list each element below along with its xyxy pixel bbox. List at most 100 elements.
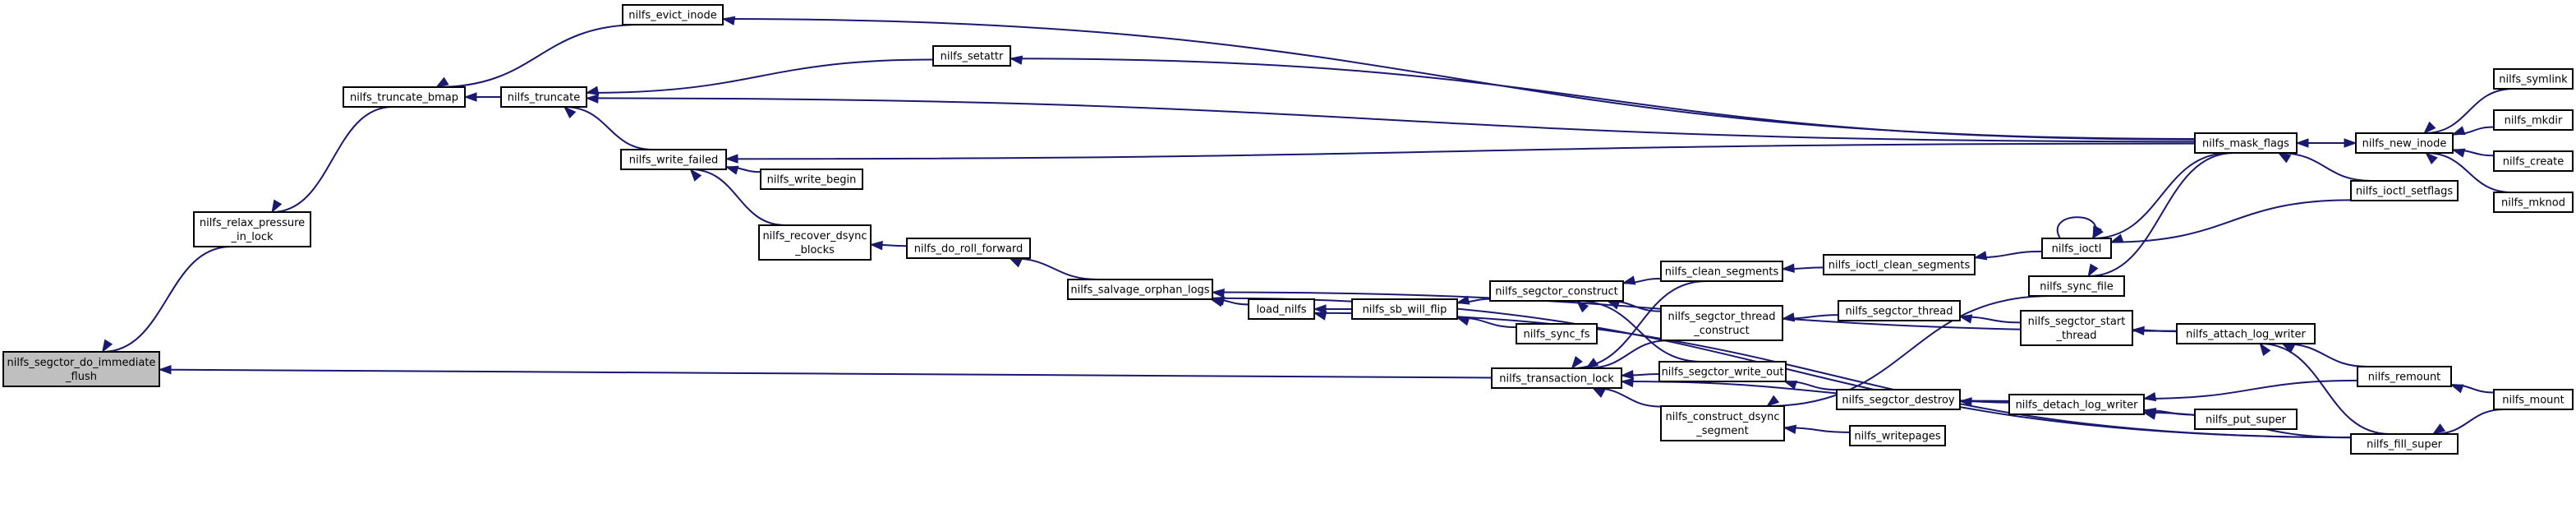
node-nilfs-fill-super[interactable]: nilfs_fill_super [2350,433,2459,455]
node-nilfs-truncate-bmap[interactable]: nilfs_truncate_bmap [343,86,466,108]
edge-arrowhead [1456,316,1470,326]
edge-nilfs-create-to-nilfs-new-inode [2451,148,2495,158]
node-nilfs-writepages[interactable]: nilfs_writepages [1849,425,1946,446]
node-box [1516,323,1598,344]
edge-nilfs-setattr-to-nilfs-truncate [585,58,934,95]
node-label: nilfs_symlink [2499,74,2568,86]
node-nilfs-recover-dsync-blocks[interactable]: nilfs_recover_dsync_blocks [758,224,872,261]
node-nilfs-mask-flags[interactable]: nilfs_mask_flags [2194,132,2298,154]
node-nilfs-clean-segments[interactable]: nilfs_clean_segments [1660,261,1783,282]
node-label: nilfs_transaction_lock [1499,373,1614,386]
node-nilfs-write-begin[interactable]: nilfs_write_begin [760,169,863,190]
node-nilfs-salvage-orphan-logs[interactable]: nilfs_salvage_orphan_logs [1067,279,1213,300]
node-box [2020,310,2133,346]
node-label: nilfs_attach_log_writer [2186,329,2306,341]
edge-line [2092,152,2230,239]
node-nilfs-relax-pressure-in-lock[interactable]: nilfs_relax_pressure_in_lock [193,211,311,247]
node-nilfs-mknod[interactable]: nilfs_mknod [2493,192,2574,213]
node-label: nilfs_segctor_do_immediate [7,357,156,369]
node-box [2028,275,2125,297]
node-box [1660,305,1783,341]
edge-nilfs-segctor-construct-to-nilfs-sb-will-flip [1456,295,1491,305]
node-nilfs-write-failed[interactable]: nilfs_write_failed [620,149,727,170]
node-box [500,86,587,108]
node-box [2493,68,2574,90]
node-label: nilfs_segctor_start [2028,316,2126,328]
edge-nilfs-symlink-to-nilfs-new-inode [2423,88,2514,135]
edge-arrowhead [1958,314,1973,324]
node-box [2194,132,2298,154]
node-nilfs-transaction-lock[interactable]: nilfs_transaction_lock [1491,367,1622,389]
node-label: nilfs_relax_pressure [200,217,305,229]
node-box [2355,132,2454,154]
edge-nilfs-attach-log-writer-to-nilfs-segctor-start-thread [2131,326,2178,335]
node-label: nilfs_fill_super [2367,439,2442,451]
node-nilfs-truncate[interactable]: nilfs_truncate [500,86,587,108]
edge-line [102,246,232,353]
edge-nilfs-segctor-thread-to-nilfs-segctor-thread-construct [1781,312,1839,322]
node-nilfs-symlink[interactable]: nilfs_symlink [2493,68,2574,90]
node-label: _segment [1695,425,1749,437]
node-nilfs-put-super[interactable]: nilfs_put_super [2194,409,2298,430]
node-nilfs-mkdir[interactable]: nilfs_mkdir [2493,109,2574,131]
edge-arrowhead [2281,343,2296,353]
node-nilfs-segctor-thread[interactable]: nilfs_segctor_thread [1838,300,1961,321]
node-nilfs-ioctl[interactable]: nilfs_ioctl [2041,238,2112,259]
edge-arrowhead [1782,424,1797,434]
edge-line [2057,216,2096,239]
node-nilfs-new-inode[interactable]: nilfs_new_inode [2355,132,2454,154]
node-nilfs-detach-log-writer[interactable]: nilfs_detach_log_writer [2008,394,2145,415]
node-nilfs-sync-file[interactable]: nilfs_sync_file [2028,275,2125,297]
node-box [1849,425,1946,446]
node-nilfs-sync-fs[interactable]: nilfs_sync_fs [1516,323,1598,344]
edge-line [159,368,1493,379]
node-label: nilfs_mknod [2501,197,2565,210]
node-nilfs-evict-inode[interactable]: nilfs_evict_inode [622,4,724,25]
edge-arrowhead [2425,151,2438,165]
node-nilfs-segctor-start-thread[interactable]: nilfs_segctor_start_thread [2020,310,2133,346]
edge-nilfs-truncate-bmap-to-nilfs-relax-pressure-in-lock [271,106,393,214]
node-nilfs-create[interactable]: nilfs_create [2493,150,2574,172]
node-nilfs-remount[interactable]: nilfs_remount [2357,366,2452,387]
edge-arrowhead [1973,251,1988,261]
node-nilfs-ioctl-clean-segments[interactable]: nilfs_ioctl_clean_segments [1823,254,1976,275]
edge-arrowhead [2277,152,2292,164]
edge-arrowhead [2109,233,2124,243]
node-label: nilfs_mount [2502,395,2564,407]
node-load-nilfs[interactable]: load_nilfs [1248,298,1315,320]
node-label: nilfs_segctor_thread [1846,306,1953,318]
node-nilfs-mount[interactable]: nilfs_mount [2493,389,2574,410]
edge-nilfs-mask-flags-to-nilfs-evict-inode [721,16,2196,140]
node-nilfs-segctor-thread-construct[interactable]: nilfs_segctor_thread_construct [1660,305,1783,341]
edge-arrowhead [1571,356,1583,370]
node-nilfs-ioctl-setflags[interactable]: nilfs_ioctl_setflags [2350,180,2459,201]
node-box [758,224,872,261]
node-nilfs-construct-dsync-segment[interactable]: nilfs_construct_dsync_segment [1660,405,1785,441]
node-nilfs-segctor-write-out[interactable]: nilfs_segctor_write_out [1658,361,1787,382]
edge-nilfs-ioctl-setflags-to-nilfs-ioctl [2109,199,2352,243]
edge-nilfs-remount-to-nilfs-attach-log-writer [2281,343,2368,367]
node-nilfs-segctor-construct[interactable]: nilfs_segctor_construct [1489,280,1624,302]
edge-nilfs-segctor-thread-construct-to-nilfs-transaction-lock [1585,340,1671,369]
node-nilfs-sb-will-flip[interactable]: nilfs_sb_will_flip [1351,298,1458,320]
edge-nilfs-mkdir-to-nilfs-new-inode [2451,126,2495,136]
edge-nilfs-segctor-start-thread-to-nilfs-segctor-thread [1958,314,2022,324]
node-label: _flush [65,371,97,383]
node-nilfs-segctor-do-immediate-flush[interactable]: nilfs_segctor_do_immediate _flush [2,351,160,387]
node-nilfs-attach-log-writer[interactable]: nilfs_attach_log_writer [2176,323,2316,344]
node-label: nilfs_put_super [2206,414,2287,427]
edge-line [1767,295,2052,407]
node-label: nilfs_write_begin [767,174,857,187]
edge-nilfs-ioctl-setflags-to-nilfs-mask-flags [2277,152,2372,182]
edge-nilfs-ioctl-to-nilfs-ioctl-clean-segments [1973,250,2043,261]
edge-nilfs-mknod-to-nilfs-new-inode [2425,151,2512,193]
node-nilfs-do-roll-forward[interactable]: nilfs_do_roll_forward [906,238,1031,259]
node-nilfs-segctor-destroy[interactable]: nilfs_segctor_destroy [1836,389,1961,410]
node-nilfs-setattr[interactable]: nilfs_setattr [932,45,1011,67]
node-box [343,86,466,108]
node-box [1351,298,1458,320]
edge-nilfs-write-failed-to-nilfs-truncate [563,105,654,150]
edge-nilfs-mask-flags-to-nilfs-setattr [1009,55,2196,141]
edge-arrowhead [1591,387,1606,398]
